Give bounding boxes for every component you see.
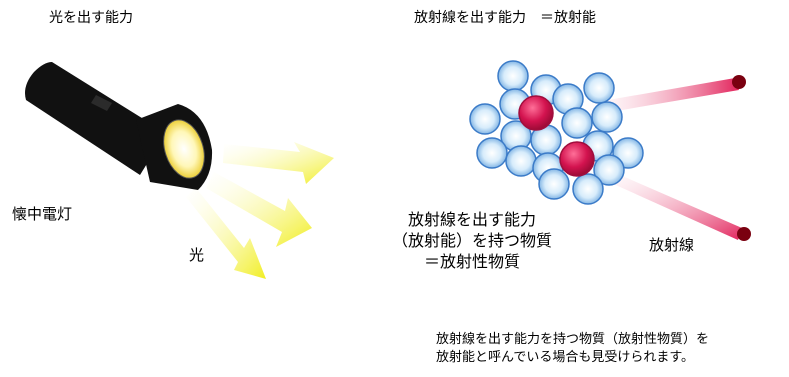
definition-line: 放射線を出す能力: [408, 210, 537, 229]
flashlight-icon: [25, 62, 213, 190]
flashlight-switch: [91, 95, 112, 111]
flashlight-lens: [163, 119, 205, 179]
nucleon: [469, 103, 501, 135]
nucleon: [572, 173, 604, 205]
radioactive-nucleus: [559, 141, 595, 177]
radiation-ray-upper: [585, 78, 739, 116]
radiation-ray-lower: [600, 168, 742, 240]
flashlight-body: [25, 62, 166, 175]
radioactive-nucleus: [518, 95, 554, 131]
radioactive-substance-definition: 放射線を出す能力 （放射能）を持つ物質 ＝放射性物質: [392, 210, 552, 272]
radioactivity-title: 放射線を出す能力 ＝放射能: [414, 10, 596, 26]
radiation-ray-lower-tip: [737, 227, 751, 241]
light-beam-upper: [223, 142, 334, 184]
footnote: 放射線を出す能力を持つ物質（放射性物質）を 放射能と呼んでいる場合も見受けられま…: [436, 331, 709, 368]
nucleon: [593, 154, 625, 186]
radiation-label: 放射線: [649, 236, 695, 254]
nucleon: [497, 60, 529, 92]
nucleon: [476, 137, 508, 169]
footnote-line: 放射能と呼んでいる場合も見受けられます。: [436, 350, 695, 366]
nucleon: [505, 145, 537, 177]
radiation-rays: [585, 75, 751, 241]
definition-line: ＝放射性物質: [424, 251, 521, 271]
radiation-ray-upper-tip: [732, 75, 746, 89]
light-beams: [186, 142, 334, 279]
nucleon: [538, 168, 570, 200]
nucleon: [591, 101, 623, 133]
light-ability-title: 光を出す能力: [49, 10, 133, 26]
nucleus-cluster: [469, 60, 644, 205]
light-beam-lower: [186, 188, 266, 279]
definition-line: （放射能）を持つ物質: [392, 230, 553, 250]
flashlight-label: 懐中電灯: [12, 205, 73, 223]
light-beam-middle: [206, 172, 312, 247]
nucleon: [583, 72, 615, 104]
nucleon: [561, 107, 593, 139]
footnote-line: 放射線を出す能力を持つ物質（放射性物質）を: [436, 332, 710, 347]
light-label: 光: [189, 246, 205, 264]
